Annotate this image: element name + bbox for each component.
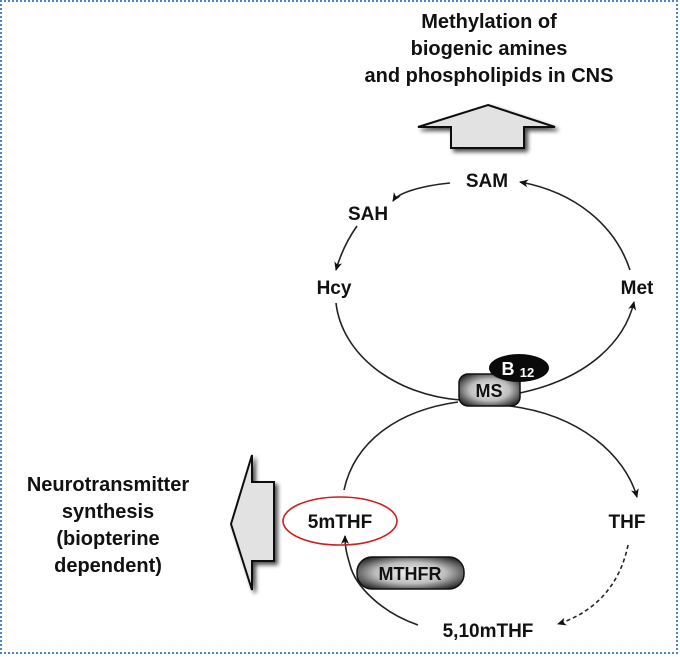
methylation-line-1: Methylation of — [421, 11, 557, 33]
arc-ms-to-met — [519, 301, 637, 394]
node-met: Met — [621, 278, 654, 299]
b12-subscript: 12 — [520, 365, 534, 380]
b12-cofactor-badge: B 12 — [489, 354, 549, 382]
methylation-line-2: biogenic amines — [411, 38, 568, 60]
5mthf-highlight-ring — [282, 496, 398, 546]
folate-cycle — [341, 401, 639, 626]
node-sah: SAH — [348, 204, 388, 225]
node-5-10mthf: 5,10mTHF — [443, 621, 534, 642]
left-arrow-icon — [229, 454, 275, 591]
arrow-5-10mthf-to-5mthf — [341, 535, 419, 626]
node-hcy: Hcy — [317, 278, 352, 299]
neurotransmitter-output-label: Neurotransmitter synthesis (biopterine d… — [27, 474, 189, 577]
methionine-cycle — [334, 179, 637, 401]
mthfr-enzyme-badge: MTHFR — [356, 556, 465, 590]
arrow-met-to-sam — [519, 179, 631, 271]
arc-hcy-to-ms — [335, 302, 461, 401]
neurotransmitter-line-3: (biopterine — [56, 528, 159, 550]
arc-ms-to-5mthf — [343, 401, 459, 491]
methylation-line-3: and phospholipids in CNS — [365, 65, 614, 87]
methylation-output-label: Methylation of biogenic amines and phosp… — [365, 11, 614, 87]
dashed-arrow-thf-to-5-10mthf — [557, 544, 629, 626]
node-thf: THF — [609, 512, 646, 533]
neurotransmitter-line-1: Neurotransmitter — [27, 474, 189, 496]
b12-base: B — [502, 359, 515, 379]
neurotransmitter-line-4: dependent) — [54, 555, 162, 577]
ms-label: MS — [476, 381, 503, 401]
up-arrow-icon — [417, 103, 556, 149]
ms-enzyme-badge: MS — [458, 373, 521, 407]
node-sam: SAM — [466, 171, 508, 192]
arrow-sam-to-sah — [392, 182, 451, 202]
node-5mthf: 5mTHF — [308, 512, 372, 533]
arrow-sah-to-hcy — [334, 225, 358, 271]
mthfr-label: MTHFR — [379, 564, 442, 584]
arc-ms-to-thf — [509, 405, 639, 498]
neurotransmitter-line-2: synthesis — [62, 501, 154, 523]
